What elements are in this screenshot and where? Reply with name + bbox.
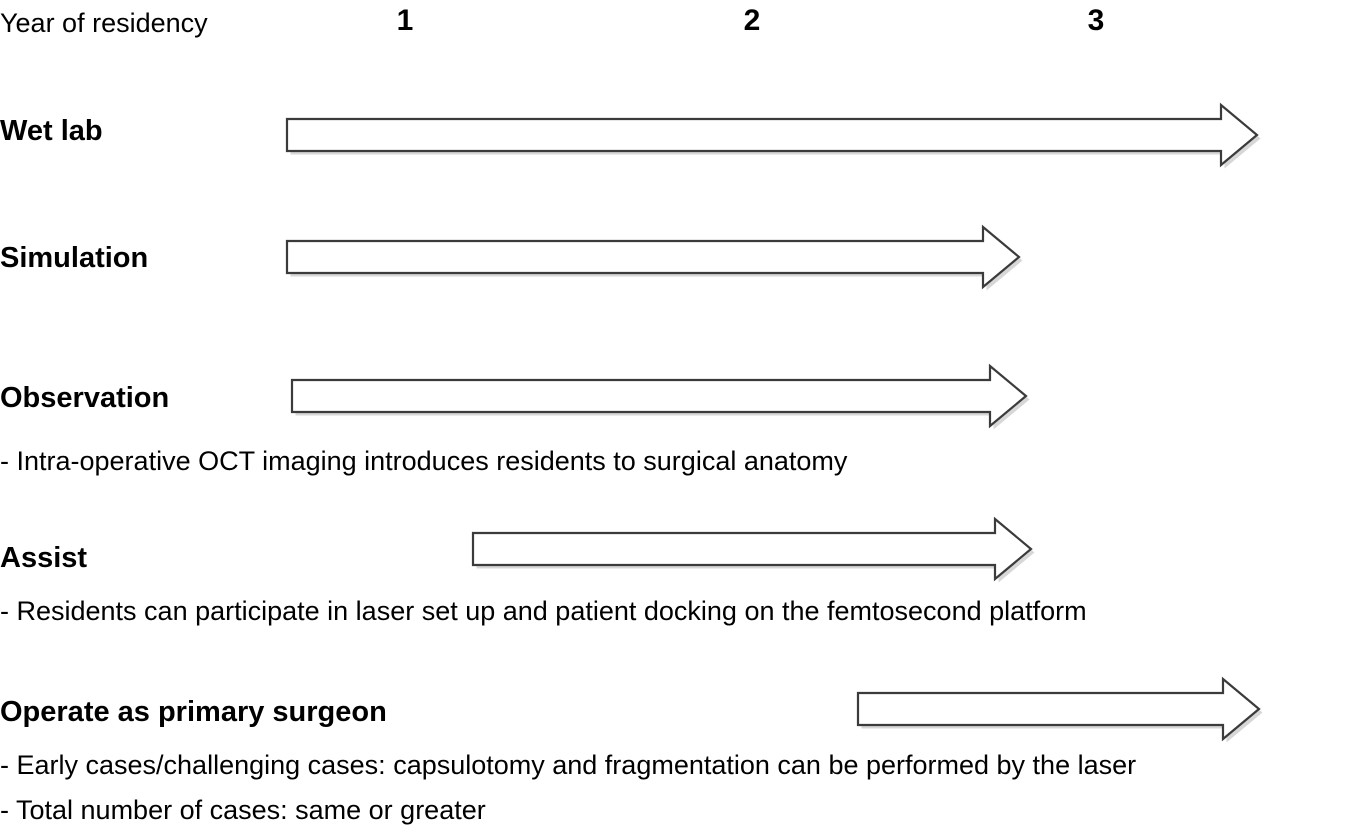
stage-label-assist: Assist	[0, 542, 88, 574]
year-tick-2: 2	[743, 4, 761, 37]
arrow-body	[285, 224, 1021, 290]
axis-title: Year of residency	[0, 8, 208, 38]
arrow-shadow	[295, 369, 1030, 430]
timeline-arrow-simulation	[273, 213, 1033, 301]
arrow-body	[290, 363, 1028, 429]
timeline-arrow-assist	[459, 505, 1045, 593]
arrow-shadow	[290, 108, 1261, 169]
arrow-body	[285, 102, 1259, 168]
note-operate-as-primary-surgeon-1: - Early cases/challenging cases: capsulo…	[0, 750, 1137, 780]
arrow-shadow	[290, 230, 1023, 291]
stage-label-operate-as-primary-surgeon: Operate as primary surgeon	[0, 696, 387, 728]
timeline-arrow-wet-lab	[273, 91, 1271, 179]
note-observation-1: - Intra-operative OCT imaging introduces…	[0, 446, 848, 476]
arrow-shadow	[861, 682, 1263, 743]
arrow-body	[856, 676, 1261, 742]
year-tick-1: 1	[396, 4, 414, 37]
note-operate-as-primary-surgeon-2: - Total number of cases: same or greater	[0, 795, 486, 825]
note-assist-1: - Residents can participate in laser set…	[0, 596, 1087, 626]
timeline-arrow-observation	[278, 352, 1040, 440]
stage-label-wet-lab: Wet lab	[0, 115, 103, 147]
arrow-shadow	[476, 522, 1035, 583]
stage-label-simulation: Simulation	[0, 242, 149, 274]
arrow-body	[471, 516, 1033, 582]
year-tick-3: 3	[1087, 4, 1105, 37]
stage-label-observation: Observation	[0, 382, 170, 414]
timeline-arrow-operate-as-primary-surgeon	[844, 665, 1273, 753]
